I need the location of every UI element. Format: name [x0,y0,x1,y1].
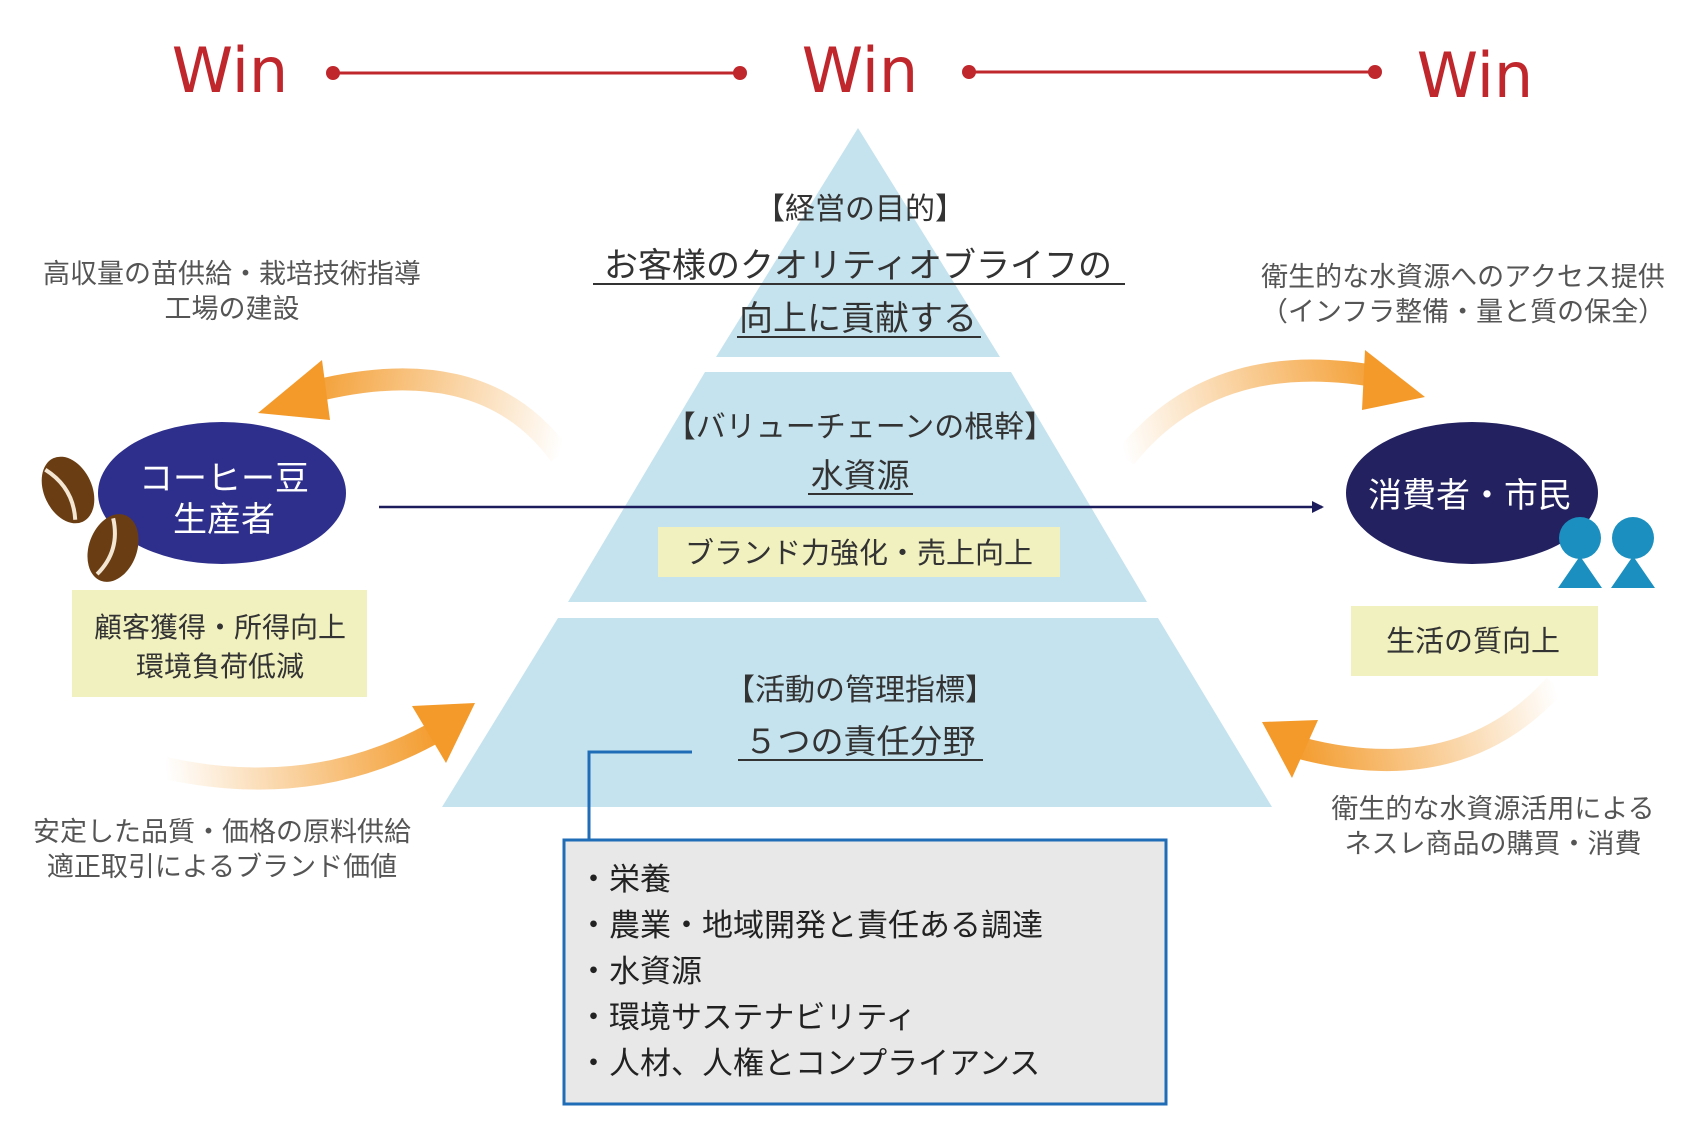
consumer-label: 消費者・市民 [1368,476,1572,516]
producer-benefit-line2: 環境負荷低減 [136,650,304,683]
management-purpose-line2: 向上に貢献する [739,299,977,339]
producer-receives-line1: 高収量の苗供給・栽培技術指導 [43,259,421,290]
curved-arrow-from-consumer [1297,677,1564,771]
water-resources-label: 水資源 [811,456,910,495]
pyramid-bottom-tier [442,618,1272,807]
curved-arrow-from-consumer-head [1262,720,1318,778]
five-responsibility-areas-label: ５つの責任分野 [745,722,976,761]
responsibilities-box: ・栄養 ・農業・地域開発と責任ある調達 ・水資源 ・環境サステナビリティ ・人材… [562,838,1168,1106]
curved-arrow-to-producer-head [258,360,330,420]
win-center-label: Win [802,34,918,107]
brand-strength-badge [658,527,1060,577]
list-connector-line [587,750,692,840]
producer-provides-line1: 安定した品質・価格の原料供給 [33,817,411,848]
producer-benefit-box [72,590,367,697]
responsibility-item: ・人材、人権とコンプライアンス [578,1046,1040,1082]
producer-ellipse [98,422,346,564]
management-purpose-line1: お客様のクオリティオブライフの [604,246,1112,286]
producer-benefit-line1: 顧客獲得・所得向上 [94,611,346,644]
win-connector-left-start-dot [326,66,340,80]
consumer-receives-line1: 衛生的な水資源へのアクセス提供 [1261,262,1665,293]
producer-provides-line2: 適正取引によるブランド価値 [47,852,397,883]
producer-group: 高収量の苗供給・栽培技術指導 工場の建設 コーヒー豆 生産者 顧客獲得・所得向上… [33,259,569,883]
pyramid-bottom-content: 【活動の管理指標】 ５つの責任分野 [725,673,995,761]
curved-arrow-from-producer [162,725,436,790]
consumer-provides-line1: 衛生的な水資源活用による [1331,794,1654,825]
curved-arrow-to-consumer-head [1362,350,1425,410]
coffee-bean-icon [41,456,139,582]
win-connector-right-start-dot [962,65,976,79]
curved-arrow-from-producer-head [412,703,475,763]
win-right-label: Win [1417,39,1533,112]
pyramid-middle-content: 【バリューチェーンの根幹】 水資源 ブランド力強化・売上向上 [658,410,1060,577]
activity-kpi-heading: 【活動の管理指標】 [725,673,995,708]
producer-label-line1: コーヒー豆 [139,459,309,499]
win-connector-left-end-dot [733,66,747,80]
consumer-group: 衛生的な水資源へのアクセス提供 （インフラ整備・量と質の保全） 消費者・市民 生… [1116,262,1665,860]
value-chain-heading: 【バリューチェーンの根幹】 [666,410,1055,445]
consumer-provides-line2: ネスレ商品の購買・消費 [1345,829,1642,860]
responsibilities-box-frame [562,838,1168,1106]
pyramid-top-tier [716,128,1000,357]
people-icon [1558,517,1655,588]
consumer-benefit-label: 生活の質向上 [1386,624,1560,658]
curved-arrow-to-producer [297,368,569,462]
consumer-benefit-box [1351,606,1598,676]
win-connector-right-end-dot [1368,65,1382,79]
pyramid-top-content: 【経営の目的】 お客様のクオリティオブライフの 向上に貢献する [593,192,1125,339]
win-row: Win Win Win [172,34,1533,112]
management-purpose-heading: 【経営の目的】 [755,192,965,227]
producer-receives-line2: 工場の建設 [165,294,300,325]
win-left-label: Win [172,34,288,107]
responsibility-item: ・農業・地域開発と責任ある調達 [578,908,1043,944]
producer-label-line2: 生産者 [173,500,275,540]
brand-strength-label: ブランド力強化・売上向上 [685,536,1033,570]
consumer-receives-line2: （インフラ整備・量と質の保全） [1261,297,1665,328]
responsibility-item: ・栄養 [578,862,671,898]
curved-arrow-to-consumer [1116,359,1388,465]
consumer-ellipse [1346,422,1598,564]
responsibility-item: ・水資源 [578,954,702,990]
responsibility-item: ・環境サステナビリティ [578,1000,917,1036]
